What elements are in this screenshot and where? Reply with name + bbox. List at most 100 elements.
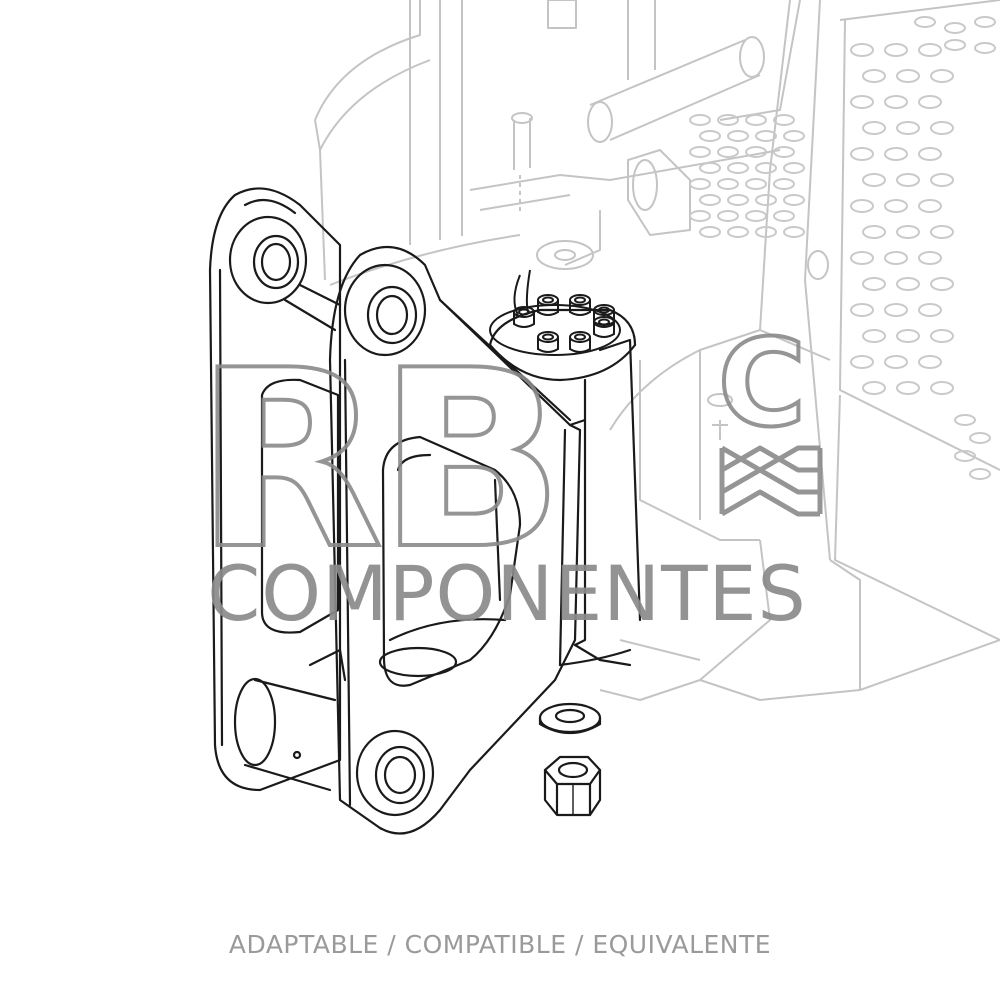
perforation-hole	[896, 121, 920, 135]
perforation-hole	[699, 162, 721, 174]
perforation-hole	[896, 173, 920, 187]
perforation-hole	[699, 194, 721, 206]
perforation-hole	[969, 432, 991, 444]
perforation-hole	[930, 173, 954, 187]
perforation-hole	[689, 114, 711, 126]
perforation-hole	[969, 468, 991, 480]
perforation-hole	[930, 329, 954, 343]
perforation-hole	[918, 147, 942, 161]
perforation-hole	[896, 69, 920, 83]
perforation-hole	[727, 226, 749, 238]
perforation-hole	[850, 251, 874, 265]
perforation-hole	[896, 225, 920, 239]
perforation-hole	[773, 114, 795, 126]
bolt-head-icon	[593, 316, 615, 338]
perforation-hole	[850, 43, 874, 57]
lattice-emblem-icon	[719, 445, 823, 517]
perforation-hole	[783, 226, 805, 238]
perforation-hole	[755, 130, 777, 142]
perforation-hole	[755, 194, 777, 206]
perforation-hole	[689, 146, 711, 158]
perforation-hole	[944, 22, 966, 34]
perforation-hole	[930, 225, 954, 239]
perforation-hole	[914, 16, 936, 28]
compatibility-caption: ADAPTABLE / COMPATIBLE / EQUIVALENTE	[228, 930, 772, 959]
perforation-hole	[918, 251, 942, 265]
washer	[538, 702, 602, 734]
perforation-hole	[773, 210, 795, 222]
perforation-hole	[727, 130, 749, 142]
perforation-hole	[930, 69, 954, 83]
hex-nut	[543, 755, 602, 817]
perforation-hole	[930, 277, 954, 291]
perforation-hole	[918, 43, 942, 57]
perforation-hole	[862, 381, 886, 395]
perforation-hole	[974, 42, 996, 54]
bolt-base-disc	[489, 304, 621, 356]
perforation-hole	[918, 355, 942, 369]
perforation-hole	[918, 303, 942, 317]
perforation-hole	[918, 199, 942, 213]
perforation-hole	[745, 114, 767, 126]
watermark-wordmark: COMPONENTES	[207, 549, 807, 638]
perforation-hole	[974, 16, 996, 28]
perforation-hole	[850, 355, 874, 369]
perforation-hole	[745, 210, 767, 222]
perforation-hole	[717, 178, 739, 190]
perforation-hole	[896, 329, 920, 343]
perforation-hole	[944, 39, 966, 51]
perforation-hole	[850, 147, 874, 161]
perforation-hole	[884, 199, 908, 213]
bolt-head-icon	[569, 294, 591, 316]
bolt-head-icon	[569, 331, 591, 353]
perforation-hole	[745, 146, 767, 158]
bolt-head-icon	[537, 294, 559, 316]
perforation-hole	[930, 121, 954, 135]
perforation-hole	[918, 95, 942, 109]
hinge-bracket	[208, 187, 642, 835]
perforation-hole	[862, 329, 886, 343]
perforation-hole	[884, 43, 908, 57]
bolt-cable	[513, 269, 531, 316]
perforation-hole	[884, 303, 908, 317]
perforation-hole	[783, 162, 805, 174]
ghost-perforation-grid	[689, 16, 996, 480]
perforation-hole	[862, 173, 886, 187]
perforation-hole	[689, 210, 711, 222]
perforation-hole	[727, 194, 749, 206]
perforation-hole	[783, 194, 805, 206]
perforation-hole	[884, 355, 908, 369]
perforation-hole	[954, 450, 976, 462]
perforation-hole	[689, 178, 711, 190]
perforation-hole	[862, 225, 886, 239]
perforation-hole	[699, 130, 721, 142]
perforation-hole	[727, 162, 749, 174]
watermark-logo-superscript: C	[718, 315, 806, 454]
perforation-hole	[699, 226, 721, 238]
perforation-hole	[783, 130, 805, 142]
perforation-hole	[884, 95, 908, 109]
perforation-hole	[862, 69, 886, 83]
perforation-hole	[850, 95, 874, 109]
perforation-hole	[745, 178, 767, 190]
watermark-logo-letters: RB	[195, 318, 558, 603]
perforation-hole	[954, 414, 976, 426]
perforation-hole	[717, 114, 739, 126]
bolt-head-icon	[513, 306, 535, 328]
perforation-hole	[773, 178, 795, 190]
bolt-cluster	[489, 269, 621, 356]
bolt-head-icon	[593, 304, 615, 326]
watermark-logo: RB C COMPONENTES	[193, 313, 823, 638]
perforation-hole	[896, 381, 920, 395]
perforation-hole	[862, 121, 886, 135]
perforation-hole	[755, 162, 777, 174]
perforation-hole	[850, 303, 874, 317]
perforation-hole	[717, 210, 739, 222]
perforation-hole	[862, 277, 886, 291]
perforation-hole	[930, 381, 954, 395]
perforation-hole	[755, 226, 777, 238]
perforation-hole	[884, 147, 908, 161]
perforation-hole	[896, 277, 920, 291]
perforation-hole	[717, 146, 739, 158]
